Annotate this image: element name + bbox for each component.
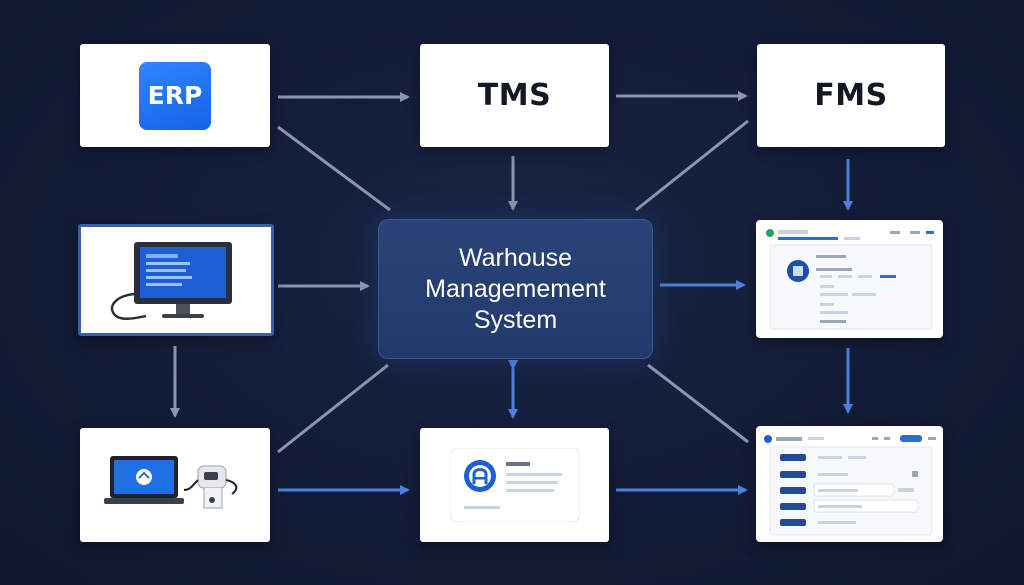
wms-node: Warhouse Managemement System xyxy=(378,219,653,359)
edge-fms-wms xyxy=(635,119,749,212)
edge-wms-dashboard-bottom xyxy=(647,363,749,444)
scanner-node xyxy=(80,428,270,542)
desktop-monitor-icon xyxy=(110,242,232,320)
edge-wms-scanner xyxy=(277,363,389,454)
erp-badge: ERP xyxy=(139,61,211,130)
tms-label: TMS xyxy=(477,78,552,113)
dashboard-window-icon xyxy=(759,223,940,335)
dashboard-bottom-node xyxy=(756,426,943,542)
fms-label: FMS xyxy=(814,78,888,113)
terminal-node xyxy=(78,224,274,336)
tms-node: TMS xyxy=(420,44,609,147)
app-card-node xyxy=(420,428,609,542)
app-logo-icon xyxy=(449,448,580,522)
dashboard-top-node xyxy=(756,220,943,338)
erp-node: ERP xyxy=(80,44,270,147)
wms-label: Warhouse Managemement System xyxy=(425,243,606,334)
fms-node: FMS xyxy=(757,44,945,147)
laptop-with-scanner-icon xyxy=(104,456,238,509)
erp-label: ERP xyxy=(147,81,203,110)
edge-erp-wms xyxy=(277,125,391,212)
dashboard-window-icon xyxy=(759,429,940,539)
